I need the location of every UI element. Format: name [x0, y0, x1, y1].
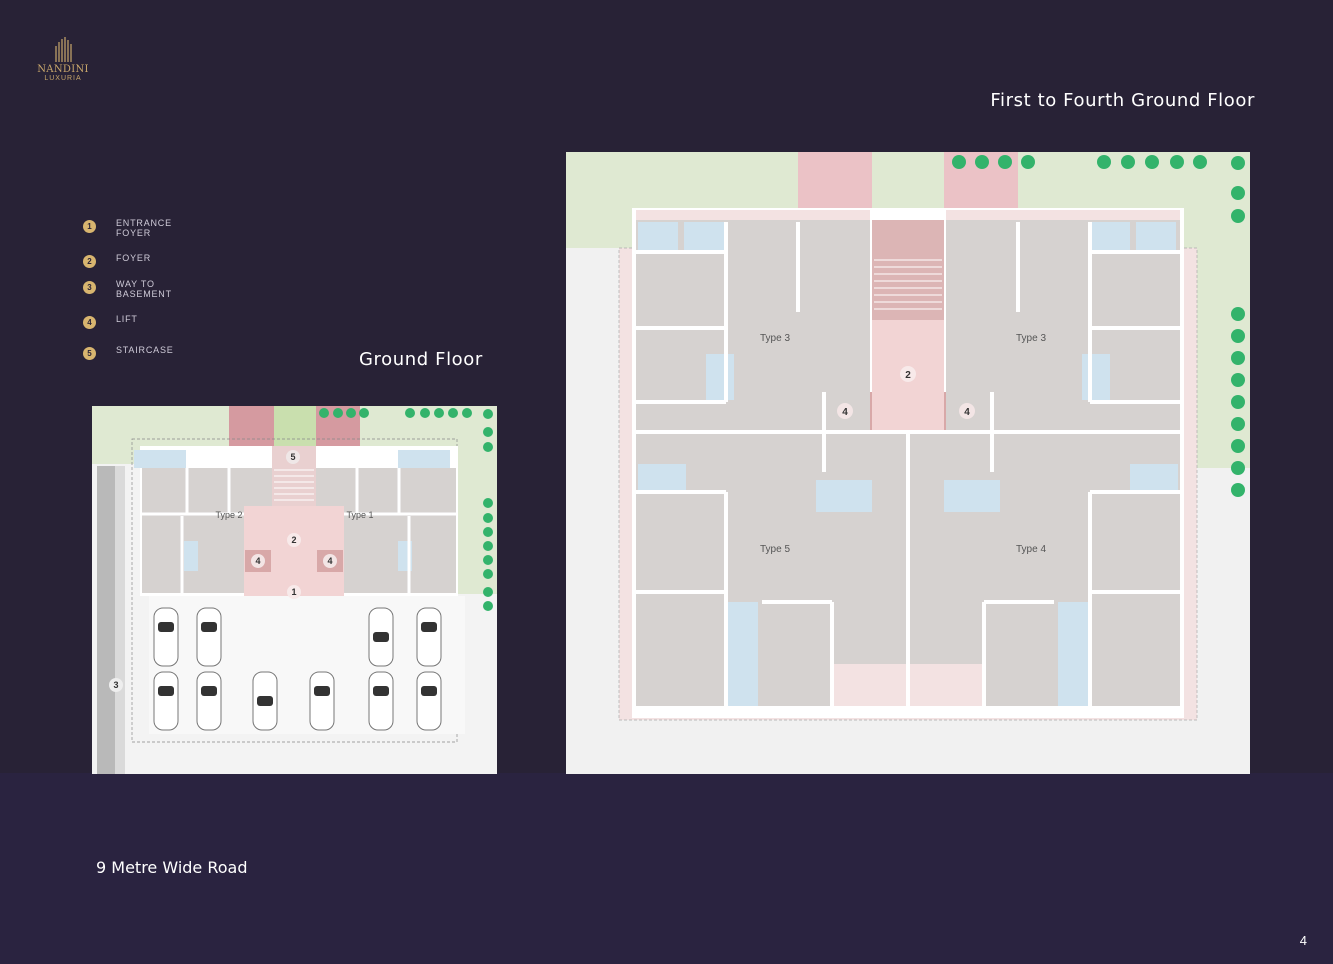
legend-label: ENTRANCE FOYER [116, 218, 172, 238]
legend-label: FOYER [116, 253, 152, 263]
marker: 4 [251, 554, 265, 568]
svg-text:4: 4 [842, 407, 848, 418]
legend-label: LIFT [116, 314, 138, 324]
marker: 4 [959, 403, 975, 419]
svg-text:4: 4 [327, 556, 332, 566]
upper-floor-plan: Type 3 Type 3 Type 5 Type 4 2 4 4 [566, 152, 1250, 774]
svg-text:2: 2 [291, 535, 296, 545]
unit-label: Type 5 [760, 544, 790, 555]
legend-number: 2 [83, 255, 96, 268]
marker: 4 [837, 403, 853, 419]
road-band [0, 773, 1333, 964]
road-label: 9 Metre Wide Road [96, 858, 248, 877]
unit-label: Type 3 [1016, 333, 1046, 344]
page-number: 4 [1299, 933, 1307, 948]
legend-number: 4 [83, 316, 96, 329]
upper-floor-title: First to Fourth Ground Floor [990, 90, 1255, 111]
brand-subtitle: LUXURIA [44, 75, 82, 82]
legend-label: WAY TO BASEMENT [116, 279, 172, 299]
unit-label: Type 1 [346, 510, 373, 520]
legend-number: 1 [83, 220, 96, 233]
marker: 2 [287, 533, 301, 547]
marker: 4 [323, 554, 337, 568]
legend-number: 5 [83, 347, 96, 360]
marker: 3 [109, 678, 123, 692]
unit-label: Type 4 [1016, 544, 1046, 555]
legend-number: 3 [83, 281, 96, 294]
marker: 5 [286, 450, 300, 464]
ground-floor-title: Ground Floor [359, 349, 483, 370]
svg-text:1: 1 [291, 587, 296, 597]
svg-text:4: 4 [964, 407, 970, 418]
svg-text:5: 5 [290, 452, 295, 462]
brand-name: NANDINI [37, 64, 89, 75]
svg-text:4: 4 [255, 556, 260, 566]
logo-mark-icon [55, 37, 72, 62]
marker: 2 [900, 366, 916, 382]
ground-floor-plan: Type 2 Type 1 5 2 4 4 1 3 [92, 406, 497, 774]
unit-label: Type 3 [760, 333, 790, 344]
unit-label: Type 2 [215, 510, 242, 520]
legend-label: STAIRCASE [116, 345, 174, 355]
marker: 1 [287, 585, 301, 599]
svg-text:2: 2 [905, 370, 911, 381]
svg-text:3: 3 [113, 680, 118, 690]
brand-logo: NANDINI LUXURIA [34, 36, 92, 86]
